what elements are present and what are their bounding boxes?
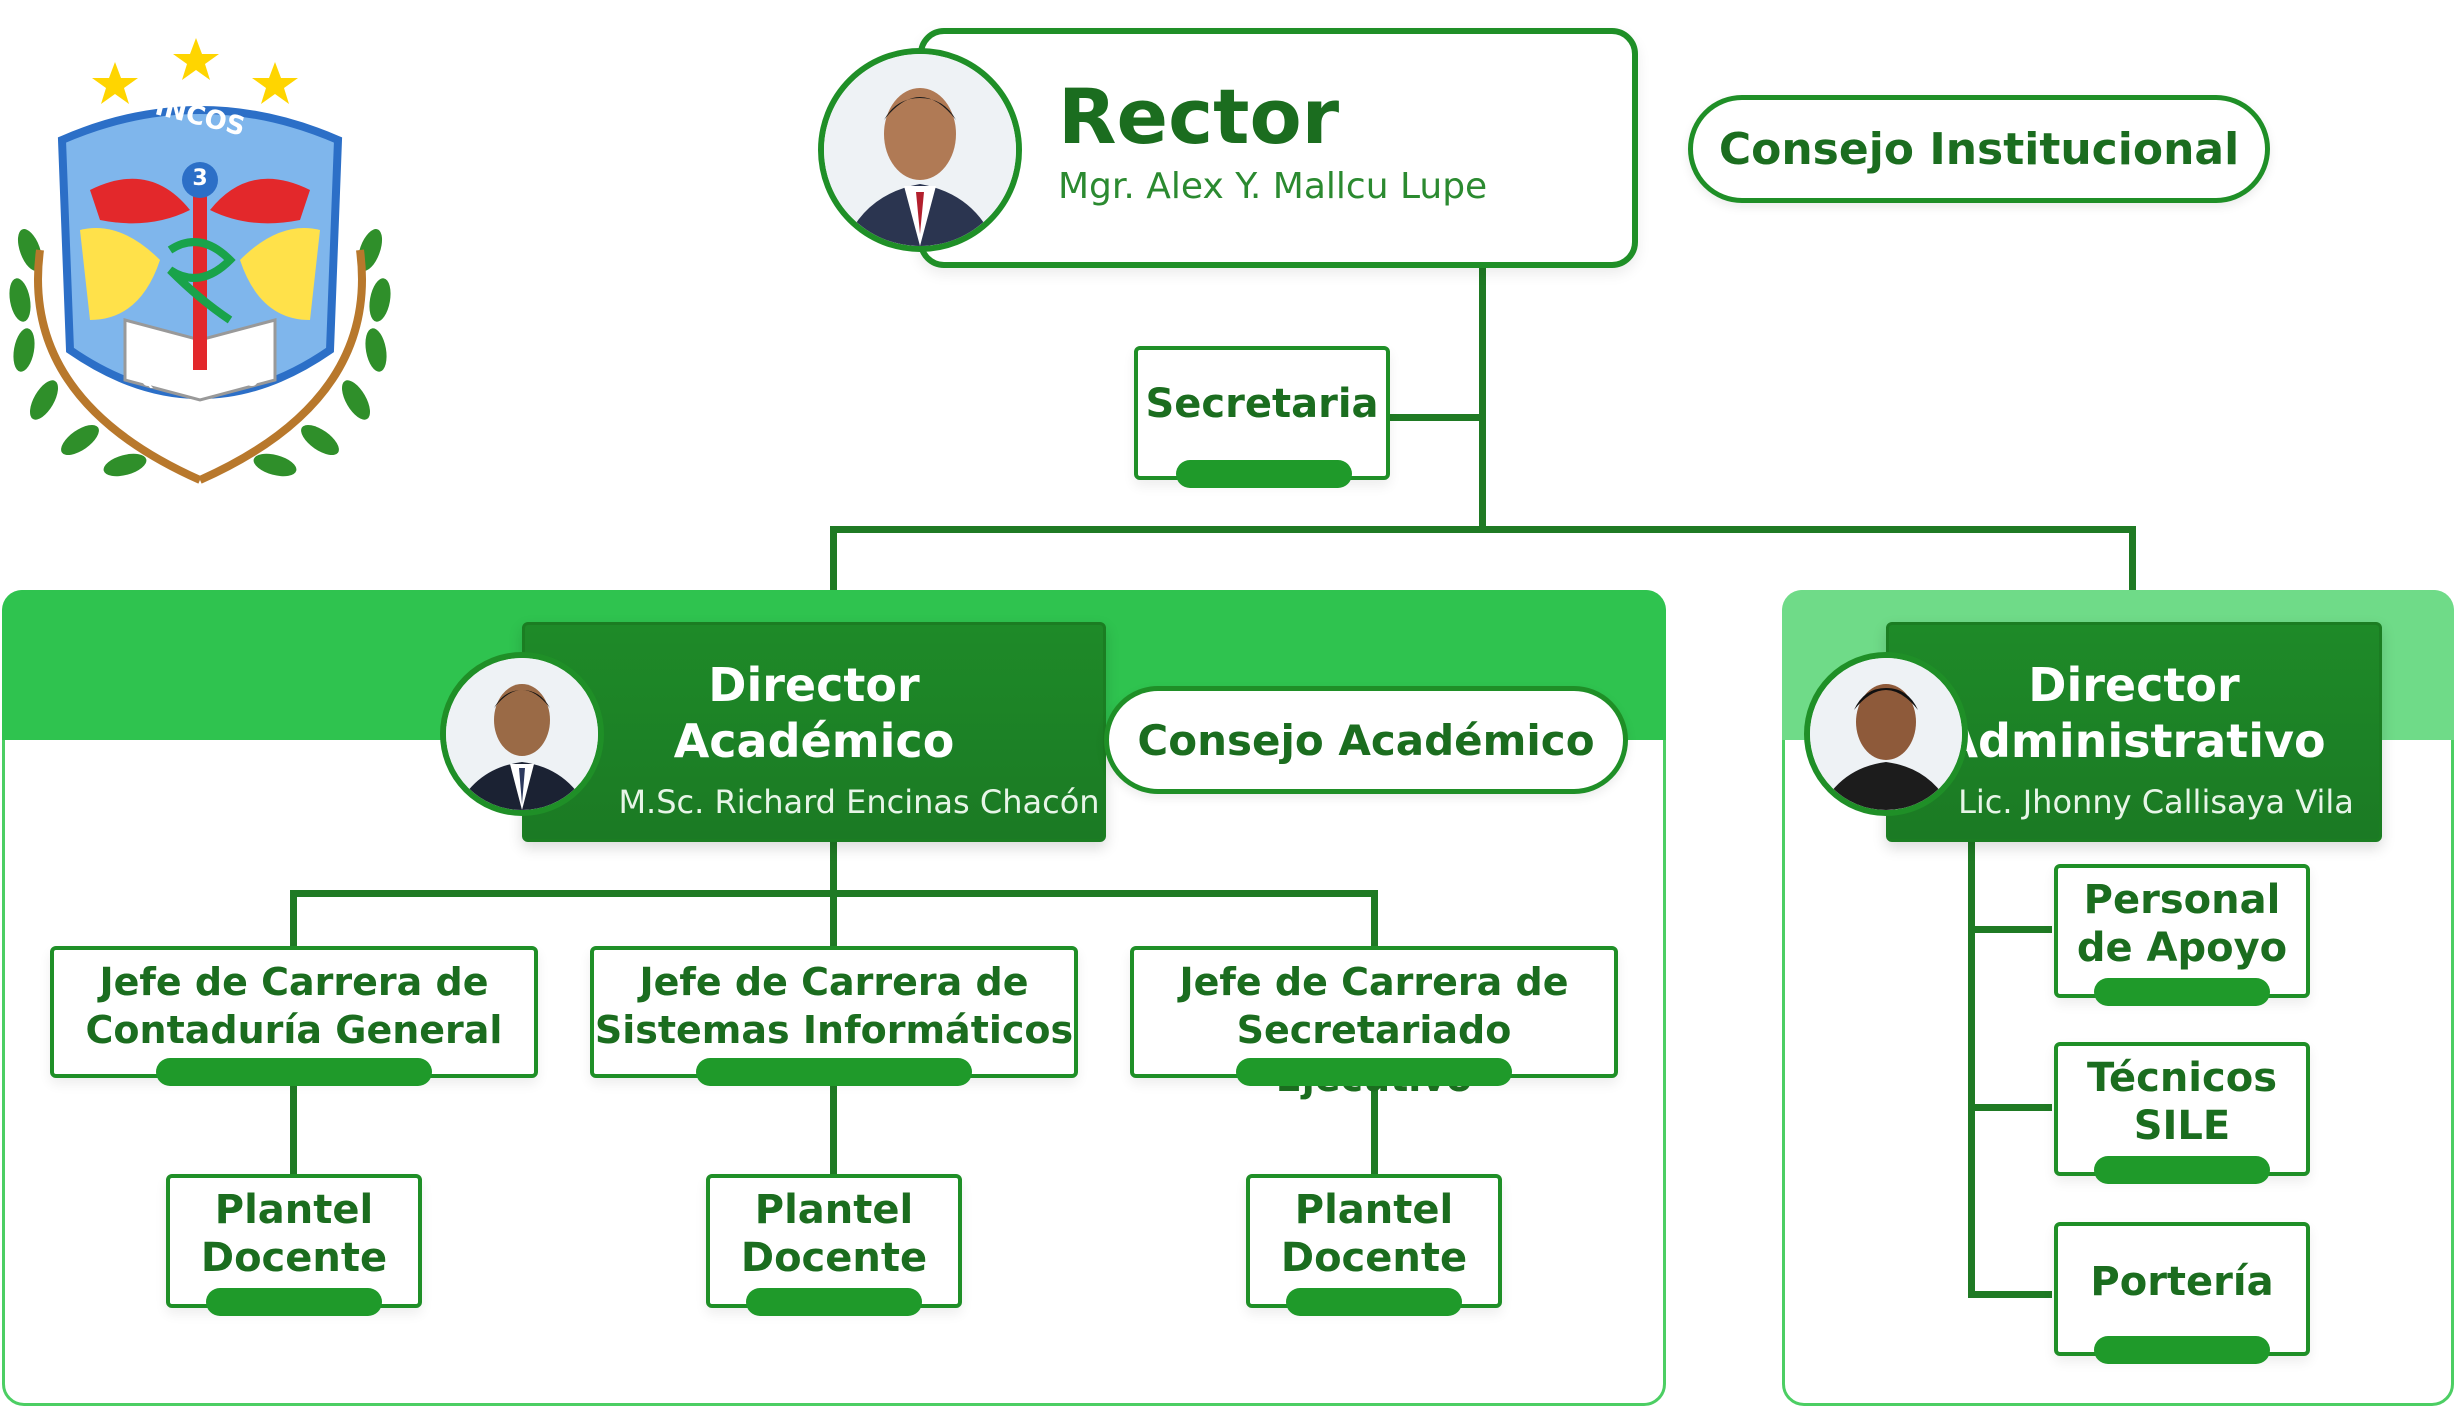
logo-number: 3 xyxy=(192,166,208,191)
connector-to-administrativo xyxy=(2129,526,2136,621)
porteria-node[interactable]: Portería xyxy=(2054,1222,2310,1356)
consejo-academico-label: Consejo Académico xyxy=(1137,715,1595,765)
tecnicos-sile-node[interactable]: Técnicos SILE xyxy=(2054,1042,2310,1176)
admin-item-2-line1: Técnicos xyxy=(2087,1055,2277,1101)
connector-admin-item-1 xyxy=(1968,926,2052,933)
connector-jefe-1 xyxy=(290,890,297,948)
consejo-institucional-node[interactable]: Consejo Institucional xyxy=(1688,95,2270,203)
jefe-2-bar xyxy=(696,1058,972,1086)
rector-name: Mgr. Alex Y. Mallcu Lupe xyxy=(1058,166,1488,207)
connector-jefes-horizontal xyxy=(290,890,1378,897)
director-administrativo-title-1: Director xyxy=(2028,658,2240,712)
director-academico-title-2: Académico xyxy=(673,714,955,768)
jefe-3-bar xyxy=(1236,1058,1512,1086)
institution-logo: INCOS 3 QUILLACOLLO xyxy=(0,20,400,500)
consejo-institucional-label: Consejo Institucional xyxy=(1718,123,2240,175)
rector-title: Rector xyxy=(1058,72,1340,161)
director-academico-photo xyxy=(440,652,604,816)
personal-de-apoyo-node[interactable]: Personal de Apoyo xyxy=(2054,864,2310,998)
admin-item-2-line2: SILE xyxy=(2133,1103,2231,1149)
admin-item-2-bar xyxy=(2094,1156,2270,1184)
jefe-3-line2: Secretariado Ejecutivo xyxy=(1236,1008,1512,1100)
admin-item-3-bar xyxy=(2094,1336,2270,1364)
secretaria-node[interactable]: Secretaria xyxy=(1134,346,1390,480)
director-administrativo-title-2: Administrativo xyxy=(1942,714,2326,768)
director-academico-name: M.Sc. Richard Encinas Chacón xyxy=(618,783,1100,821)
plantel-3-line2: Docente xyxy=(1280,1235,1468,1281)
director-administrativo-name: Lic. Jhonny Callisaya Vila xyxy=(1958,783,2354,821)
admin-item-1-bar xyxy=(2094,978,2270,1006)
rector-box[interactable] xyxy=(918,28,1638,268)
logo-bottom-text: QUILLACOLLO xyxy=(141,372,259,390)
connector-plantel-3 xyxy=(1371,1076,1378,1176)
connector-admin-item-3 xyxy=(1968,1291,2052,1298)
plantel-2-bar xyxy=(746,1288,922,1316)
admin-item-1-line2: de Apoyo xyxy=(2076,925,2288,971)
plantel-1-bar xyxy=(206,1288,382,1316)
connector-to-academico xyxy=(830,526,837,621)
rector-photo xyxy=(818,48,1022,252)
plantel-1-line1: Plantel xyxy=(214,1187,374,1233)
jefe-3-line1: Jefe de Carrera de xyxy=(1179,960,1569,1004)
director-administrativo-box[interactable]: Director Administrativo Lic. Jhonny Call… xyxy=(1886,622,2382,842)
plantel-3-line1: Plantel xyxy=(1294,1187,1454,1233)
connector-rector-down xyxy=(1479,268,1486,528)
plantel-docente-2[interactable]: Plantel Docente xyxy=(706,1174,962,1308)
connector-admin-item-2 xyxy=(1968,1104,2052,1111)
plantel-1-line2: Docente xyxy=(200,1235,388,1281)
plantel-docente-1[interactable]: Plantel Docente xyxy=(166,1174,422,1308)
director-academico-box[interactable]: Director Académico M.Sc. Richard Encinas… xyxy=(522,622,1106,842)
connector-admin-down xyxy=(1968,838,1975,1298)
plantel-2-line1: Plantel xyxy=(754,1187,914,1233)
plantel-docente-3[interactable]: Plantel Docente xyxy=(1246,1174,1502,1308)
secretaria-label: Secretaria xyxy=(1145,381,1379,427)
connector-plantel-1 xyxy=(290,1076,297,1176)
jefe-1-line1: Jefe de Carrera de xyxy=(99,960,489,1004)
director-academico-title-1: Director xyxy=(708,658,920,712)
admin-item-3-line1: Portería xyxy=(2090,1259,2274,1305)
jefe-carrera-sistemas[interactable]: Jefe de Carrera de Sistemas Informáticos xyxy=(590,946,1078,1078)
plantel-3-bar xyxy=(1286,1288,1462,1316)
jefe-2-line2: Sistemas Informáticos xyxy=(594,1008,1074,1052)
secretaria-bar xyxy=(1176,460,1352,488)
director-administrativo-photo xyxy=(1804,652,1968,816)
connector-secretaria xyxy=(1388,414,1484,421)
connector-jefe-3 xyxy=(1371,890,1378,948)
connector-horizontal-main xyxy=(830,526,2136,533)
admin-item-1-line1: Personal xyxy=(2083,877,2281,923)
connector-plantel-2 xyxy=(830,1076,837,1176)
consejo-academico-node[interactable]: Consejo Académico xyxy=(1104,686,1628,794)
plantel-2-line2: Docente xyxy=(740,1235,928,1281)
jefe-2-line1: Jefe de Carrera de xyxy=(639,960,1029,1004)
jefe-1-line2: Contaduría General xyxy=(85,1008,503,1052)
jefe-1-bar xyxy=(156,1058,432,1086)
jefe-carrera-contaduria[interactable]: Jefe de Carrera de Contaduría General xyxy=(50,946,538,1078)
